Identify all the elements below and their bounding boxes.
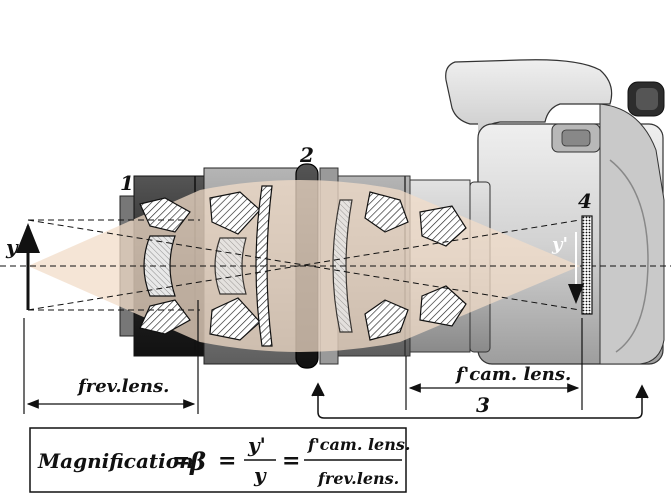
- formula-f-rev: frev.lens.: [317, 469, 399, 488]
- optical-rays: [0, 219, 671, 311]
- focal-rev-label: frev.lens.: [76, 376, 169, 397]
- image-height-label: y': [551, 234, 568, 255]
- formula-equals-1: =: [172, 448, 190, 474]
- lens-elements: [139, 185, 467, 347]
- label-3: 3: [476, 393, 490, 417]
- camera-body: [445, 59, 665, 365]
- focal-cam-label: f'cam. lens.: [454, 364, 571, 385]
- distance-bracket-3: [311, 382, 649, 419]
- formula-f-cam: f'cam. lens.: [307, 435, 410, 454]
- formula-equals-3: =: [282, 448, 300, 474]
- label-2: 2: [299, 143, 314, 167]
- formula-equals-2: =: [218, 448, 236, 474]
- label-1: 1: [120, 171, 134, 195]
- formula-y-prime: y': [247, 433, 266, 457]
- formula-y: y: [253, 463, 267, 487]
- formula-lhs: Magnification: [37, 449, 194, 473]
- sensor: [568, 215, 593, 315]
- label-4: 4: [578, 189, 592, 213]
- magnification-formula: Magnification = β = y' y = f'cam. lens. …: [29, 427, 410, 493]
- focal-cam-dimension: [405, 318, 583, 410]
- object-height-label: y: [5, 235, 19, 259]
- focal-rev-dimension: [23, 300, 199, 414]
- formula-beta: β: [189, 447, 206, 476]
